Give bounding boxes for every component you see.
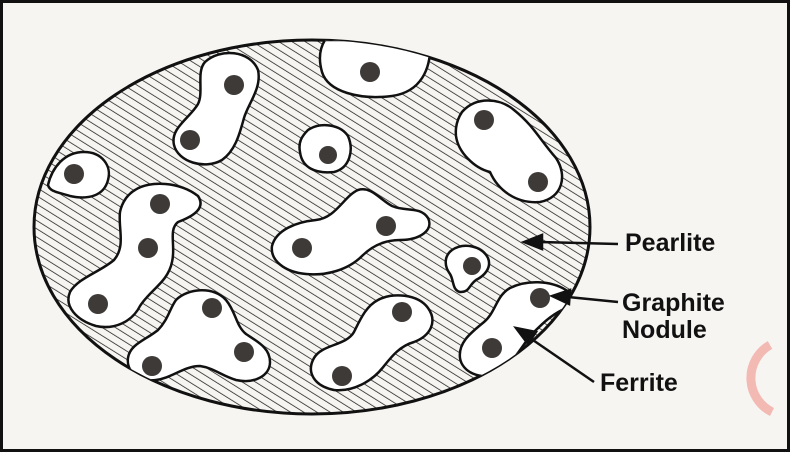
watermark-arc <box>751 345 772 412</box>
graphite-nodule <box>202 298 222 318</box>
ferrite-label: Ferrite <box>600 370 678 397</box>
graphite-nodule <box>392 302 412 322</box>
graphite-nodule <box>482 338 502 358</box>
graphite-nodule <box>180 130 200 150</box>
graphite-nodule <box>64 164 84 184</box>
graphite-nodule <box>474 110 494 130</box>
graphite-nodule <box>376 216 396 236</box>
graphite-nodule <box>292 238 312 258</box>
graphite-nodule <box>332 366 352 386</box>
graphite-leader-line <box>568 297 618 302</box>
graphite-nodule <box>530 288 550 308</box>
graphite-nodule <box>142 356 162 376</box>
graphite-nodule <box>234 342 254 362</box>
graphite-nodule <box>360 62 380 82</box>
graphite-nodule <box>528 172 548 192</box>
graphite-nodule <box>319 146 337 164</box>
graphite-nodule <box>224 75 244 95</box>
graphite-nodule <box>88 294 108 314</box>
graphite-nodule <box>150 194 170 214</box>
nodule-label: Nodule <box>622 317 707 344</box>
graphite-label: Graphite <box>622 290 725 317</box>
graphite-nodule <box>463 257 481 275</box>
pearlite-label: Pearlite <box>625 230 715 257</box>
graphite-nodule <box>138 238 158 258</box>
ferrite-leader-line <box>530 338 594 382</box>
